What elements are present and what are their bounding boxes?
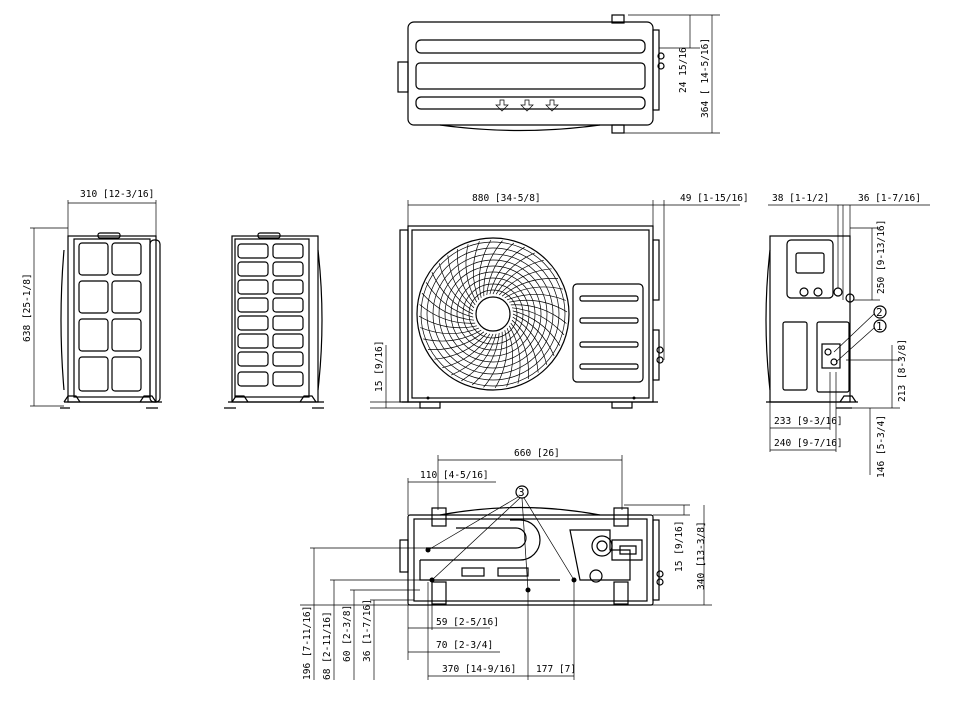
grille-spoke <box>512 316 548 365</box>
grille-spoke <box>465 244 478 303</box>
grille-spoke <box>508 325 521 384</box>
grille-spoke <box>431 272 474 315</box>
side-width-label: 310 [12-3/16] <box>80 189 154 200</box>
grille-spoke <box>509 299 568 313</box>
base-view: 3 660 [26] 110 [4-5/16] 15 [9/16] 340 [1… <box>300 448 712 680</box>
grille-spoke <box>510 304 567 324</box>
right-lower-height-label: 213 [8-3/8] <box>897 339 908 402</box>
base-v-60-label: 60 [2-3/8] <box>342 605 353 662</box>
right-bottom-233-label: 233 [9-3/16] <box>774 416 843 427</box>
grille-spoke <box>451 333 494 376</box>
front-right-offset-label: 49 [1-15/16] <box>680 193 749 204</box>
grille-spoke <box>483 331 503 388</box>
base-70-label: 70 [2-3/4] <box>436 640 493 651</box>
left-side-view: 310 [12-3/16] 638 [25-1/8] <box>22 189 162 409</box>
grille-spoke <box>511 319 539 373</box>
grille-spoke <box>478 239 492 298</box>
fan-grille <box>416 237 570 391</box>
callout-2-label: 2 <box>876 306 883 319</box>
grille-spoke <box>489 246 525 295</box>
base-59-label: 59 [2-5/16] <box>436 617 499 628</box>
base-v-196-label: 196 [7-11/16] <box>302 606 313 680</box>
grille-spoke <box>447 255 475 309</box>
grille-spoke <box>506 293 566 301</box>
callout-1-label: 1 <box>876 320 883 333</box>
grille-spoke <box>420 327 480 335</box>
grille-spoke <box>472 241 480 301</box>
right-side-view: 38 [1-1/2] 36 [1-7/16] 250 [9-13/16] 213… <box>765 193 930 478</box>
grille-spoke <box>427 331 485 350</box>
rear-view <box>224 232 324 409</box>
right-top-right-label: 36 [1-7/16] <box>858 193 921 204</box>
callout-3-label: 3 <box>518 486 525 499</box>
grille-spoke <box>495 259 544 295</box>
grille-spoke <box>512 313 555 356</box>
grille-spoke <box>425 282 474 318</box>
right-valve-height-label: 250 [9-13/16] <box>876 220 887 294</box>
front-foot-height-label: 15 [9/16] <box>374 341 385 392</box>
base-mount-width-label: 660 [26] <box>514 448 560 459</box>
side-height-label: 638 [25-1/8] <box>22 273 33 342</box>
grille-spoke <box>501 278 559 297</box>
front-width-label: 880 [34-5/8] <box>472 193 541 204</box>
grille-spoke <box>438 263 474 312</box>
base-v-36-label: 36 [1-7/16] <box>362 599 373 662</box>
grille-spoke <box>498 268 552 296</box>
grille-spoke <box>511 307 565 336</box>
grille-spoke <box>421 292 475 321</box>
right-bottom-240-label: 240 [9-7/16] <box>774 438 843 449</box>
callout-1: 1 <box>835 319 887 363</box>
front-view: 880 [34-5/8] 49 [1-15/16] 15 [9/16] <box>370 193 749 409</box>
base-177-label: 177 [7] <box>536 664 576 675</box>
base-hole-offset-label: 110 [4-5/16] <box>420 470 489 481</box>
grille-spoke <box>494 330 508 389</box>
grille-spoke <box>486 242 515 296</box>
grille-spoke <box>504 286 563 299</box>
callout-3: 3 <box>427 485 575 591</box>
right-top-left-label: 38 [1-1/2] <box>772 193 829 204</box>
top-depth-total-label: 364 [ 14-5/16] <box>700 38 711 118</box>
base-right-15-label: 15 [9/16] <box>674 521 685 572</box>
grille-spoke <box>423 329 482 342</box>
grille-spoke <box>506 327 514 387</box>
base-v-68-label: 68 [2-11/16] <box>322 611 333 680</box>
grille-spoke <box>512 310 561 346</box>
grille-spoke <box>418 315 477 329</box>
right-foot-height-label: 146 [5-3/4] <box>876 415 887 478</box>
grille-spoke <box>442 333 491 369</box>
grille-spoke <box>483 240 503 297</box>
grille-spoke <box>419 304 476 324</box>
grille-spoke <box>492 252 535 295</box>
grille-spoke <box>510 322 529 380</box>
top-view: 24 15/16 364 [ 14-5/16] <box>397 14 720 134</box>
base-370-label: 370 [14-9/16] <box>442 664 516 675</box>
base-right-340-label: 340 [13-3/8] <box>696 521 707 590</box>
grille-spoke <box>461 333 497 382</box>
top-depth-small-label: 24 15/16 <box>678 47 689 93</box>
grille-spoke <box>471 332 500 386</box>
grille-spoke <box>457 248 476 306</box>
callout-2: 2 <box>833 305 887 353</box>
grille-spoke <box>434 332 488 360</box>
